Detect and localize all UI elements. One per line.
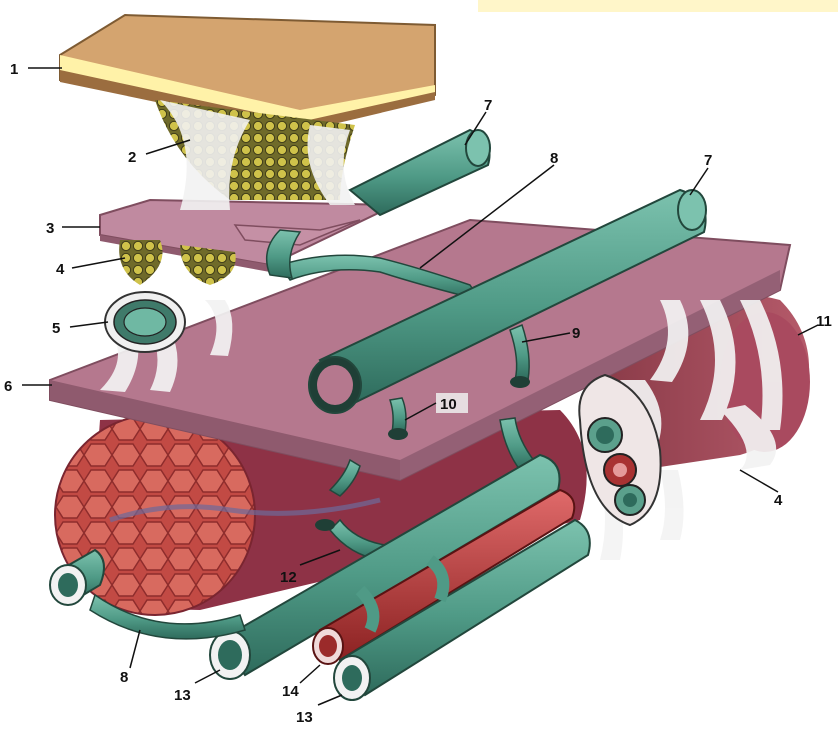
leader-13a [195, 670, 220, 683]
label-14: 14 [282, 683, 299, 700]
label-7b: 7 [704, 152, 712, 169]
label-8a: 8 [550, 150, 558, 167]
label-8b: 8 [120, 669, 128, 686]
vein-7-left [350, 130, 490, 215]
leader-14 [300, 665, 320, 683]
label-13a: 13 [174, 687, 191, 704]
leader-4a [72, 258, 125, 268]
leader-7b [690, 168, 708, 195]
label-12: 12 [280, 569, 297, 586]
label-1: 1 [10, 61, 18, 78]
label-4b: 4 [774, 492, 783, 509]
highlight-band [478, 0, 838, 12]
label-11: 11 [816, 313, 832, 330]
leader-4b [740, 470, 778, 492]
vessel-cross-section-5 [105, 292, 185, 352]
leader-8b [130, 630, 140, 668]
leader-5 [70, 322, 108, 327]
label-10: 10 [440, 396, 457, 413]
label-5: 5 [52, 320, 60, 337]
label-13b: 13 [296, 709, 313, 726]
label-9: 9 [572, 325, 580, 342]
label-2: 2 [128, 149, 136, 166]
label-7a: 7 [484, 97, 492, 114]
label-3: 3 [46, 220, 54, 237]
label-6: 6 [4, 378, 12, 395]
label-4a: 4 [56, 261, 65, 278]
leader-13b [318, 695, 342, 705]
